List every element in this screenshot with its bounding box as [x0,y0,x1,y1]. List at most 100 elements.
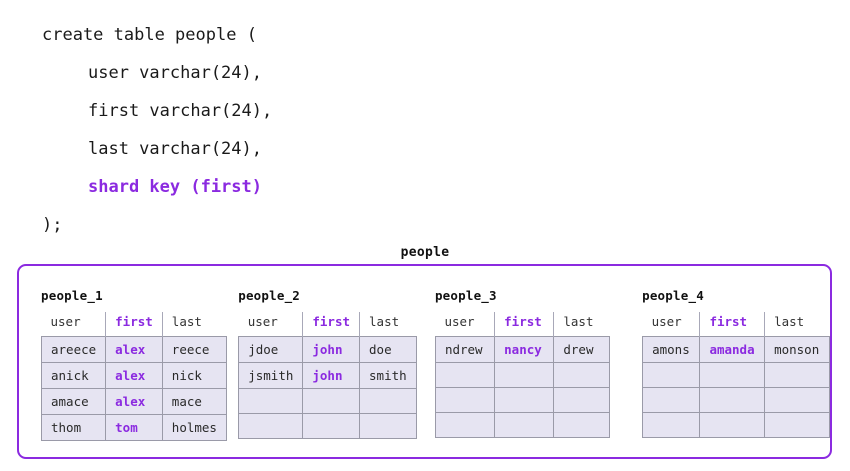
sql-line-2: user varchar(24), [88,63,262,83]
column-header-last: last [563,314,594,329]
table-cell-last [553,412,610,438]
table-cell-first [494,387,555,413]
column-header-first: first [494,312,555,337]
table-cell-first: alex [105,362,163,389]
table-cell-first [699,387,766,413]
sql-line-3: first varchar(24), [88,101,273,121]
shard-name-label: people_3 [434,288,497,303]
column-header-user: user [435,312,496,337]
table-cell-user [238,413,304,439]
table-cell-user [642,412,701,438]
sql-line-1: create table people ( [42,25,257,45]
table-row [642,412,830,438]
column-header-user: user [238,312,304,337]
table-cell-last [553,362,610,388]
shard-key-clause: shard key (first) [88,177,262,197]
table-row [238,413,417,439]
table-cell-last [764,412,830,438]
table-cell-first [699,362,766,388]
shard-name-label: people_2 [238,288,301,303]
table-cell-user [238,388,304,414]
table-cell-last: doe [359,336,417,363]
table-cell-first: alex [105,388,163,415]
table-cell-last: monson [764,336,830,363]
table-cell-user [434,387,496,413]
table-cell-first: tom [105,414,163,441]
sql-line-5: shard key (first) [42,168,272,206]
sql-line-6: ); [42,215,63,235]
table-cell-first: amanda [699,336,766,363]
column-header-last: last [171,314,202,329]
table-cell-first [494,412,555,438]
table-row [642,387,830,413]
table-cell-first [494,362,555,388]
column-header-first: first [105,312,163,337]
table-cell-first: nancy [494,336,555,363]
table-cell-user [434,362,496,388]
table-row [642,362,830,388]
diagram-title: people [400,245,450,260]
sql-line-4: last varchar(24), [88,139,262,159]
table-cell-user: jsmith [238,362,304,389]
table-cell-last [764,387,830,413]
table-cell-last: smith [359,362,417,389]
shard-name-label: people_1 [41,288,103,303]
table-cell-last: holmes [161,414,227,441]
column-header-last: last [369,314,400,329]
column-header-first: first [302,312,361,337]
table-row [434,362,610,388]
table-cell-user: thom [40,414,107,441]
table-cell-last: reece [161,336,227,363]
table-cell-last [359,413,417,439]
shard-spacer [227,288,238,457]
column-header-user: user [41,312,107,337]
table-cell-user: anick [40,362,107,389]
table-cell-user [434,412,496,438]
shard-name-label: people_4 [642,288,704,303]
table-cell-user [642,362,701,388]
table-row [434,412,610,438]
table-cell-first [699,412,766,438]
column-header-first: first [699,312,766,337]
shard-spacer [417,288,435,457]
table-row [238,388,417,414]
table-cell-last [553,387,610,413]
column-header-last: last [774,314,805,329]
table-cell-user: amons [642,336,701,363]
table-cell-last [359,388,417,414]
table-cell-user: areece [40,336,107,363]
table-row [434,387,610,413]
column-header-user: user [642,312,701,337]
table-cell-first: alex [105,336,163,363]
table-cell-user: jdoe [238,336,304,363]
table-cell-first: john [302,336,361,363]
table-cell-first [302,388,361,414]
table-cell-last [764,362,830,388]
table-cell-last: drew [553,336,610,363]
shard-spacer [610,288,642,457]
table-cell-first [302,413,361,439]
table-cell-last: mace [161,388,227,415]
table-cell-user [642,387,701,413]
table-cell-user: ndrew [434,336,496,363]
table-cell-user: amace [40,388,107,415]
